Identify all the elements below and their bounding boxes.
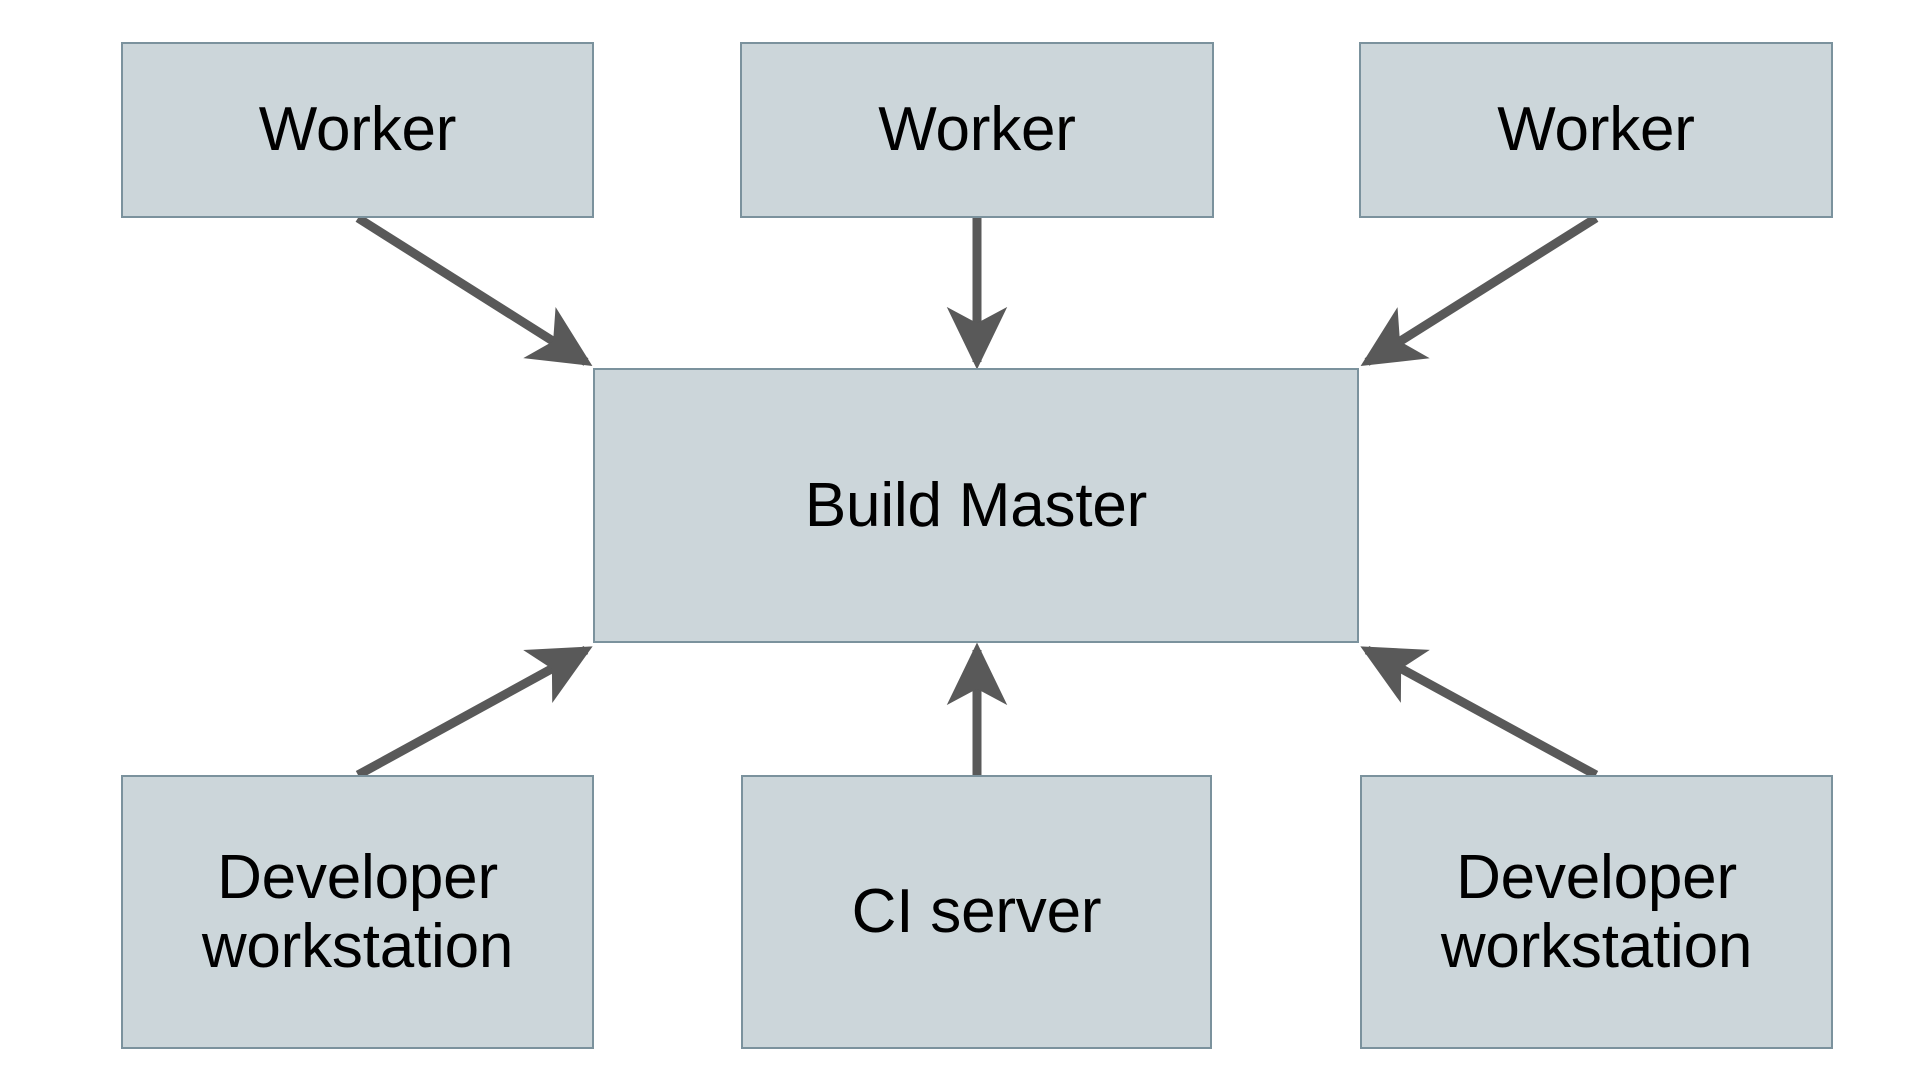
- node-build-master-label: Build Master: [804, 470, 1148, 540]
- node-ci-server-label: CI server: [851, 877, 1102, 947]
- node-worker-1-label: Worker: [258, 95, 457, 165]
- node-dev-workstation-left-label: Developer workstation: [201, 842, 514, 981]
- edge-worker-3-to-build-master: [1360, 214, 1599, 367]
- node-dev-workstation-right[interactable]: Developer workstation: [1360, 775, 1833, 1049]
- node-ci-server[interactable]: CI server: [741, 775, 1212, 1049]
- node-dev-workstation-right-label: Developer workstation: [1440, 842, 1753, 981]
- edge-dev-workstation-right-to-build-master: [1360, 646, 1599, 779]
- node-dev-workstation-left[interactable]: Developer workstation: [121, 775, 594, 1049]
- node-worker-3[interactable]: Worker: [1359, 42, 1833, 218]
- node-build-master[interactable]: Build Master: [593, 368, 1359, 643]
- node-worker-2[interactable]: Worker: [740, 42, 1214, 218]
- node-worker-2-label: Worker: [878, 95, 1076, 165]
- edge-dev-workstation-left-to-build-master: [355, 646, 593, 779]
- node-worker-3-label: Worker: [1497, 95, 1695, 165]
- edge-worker-1-to-build-master: [355, 214, 593, 367]
- node-worker-1[interactable]: Worker: [121, 42, 594, 218]
